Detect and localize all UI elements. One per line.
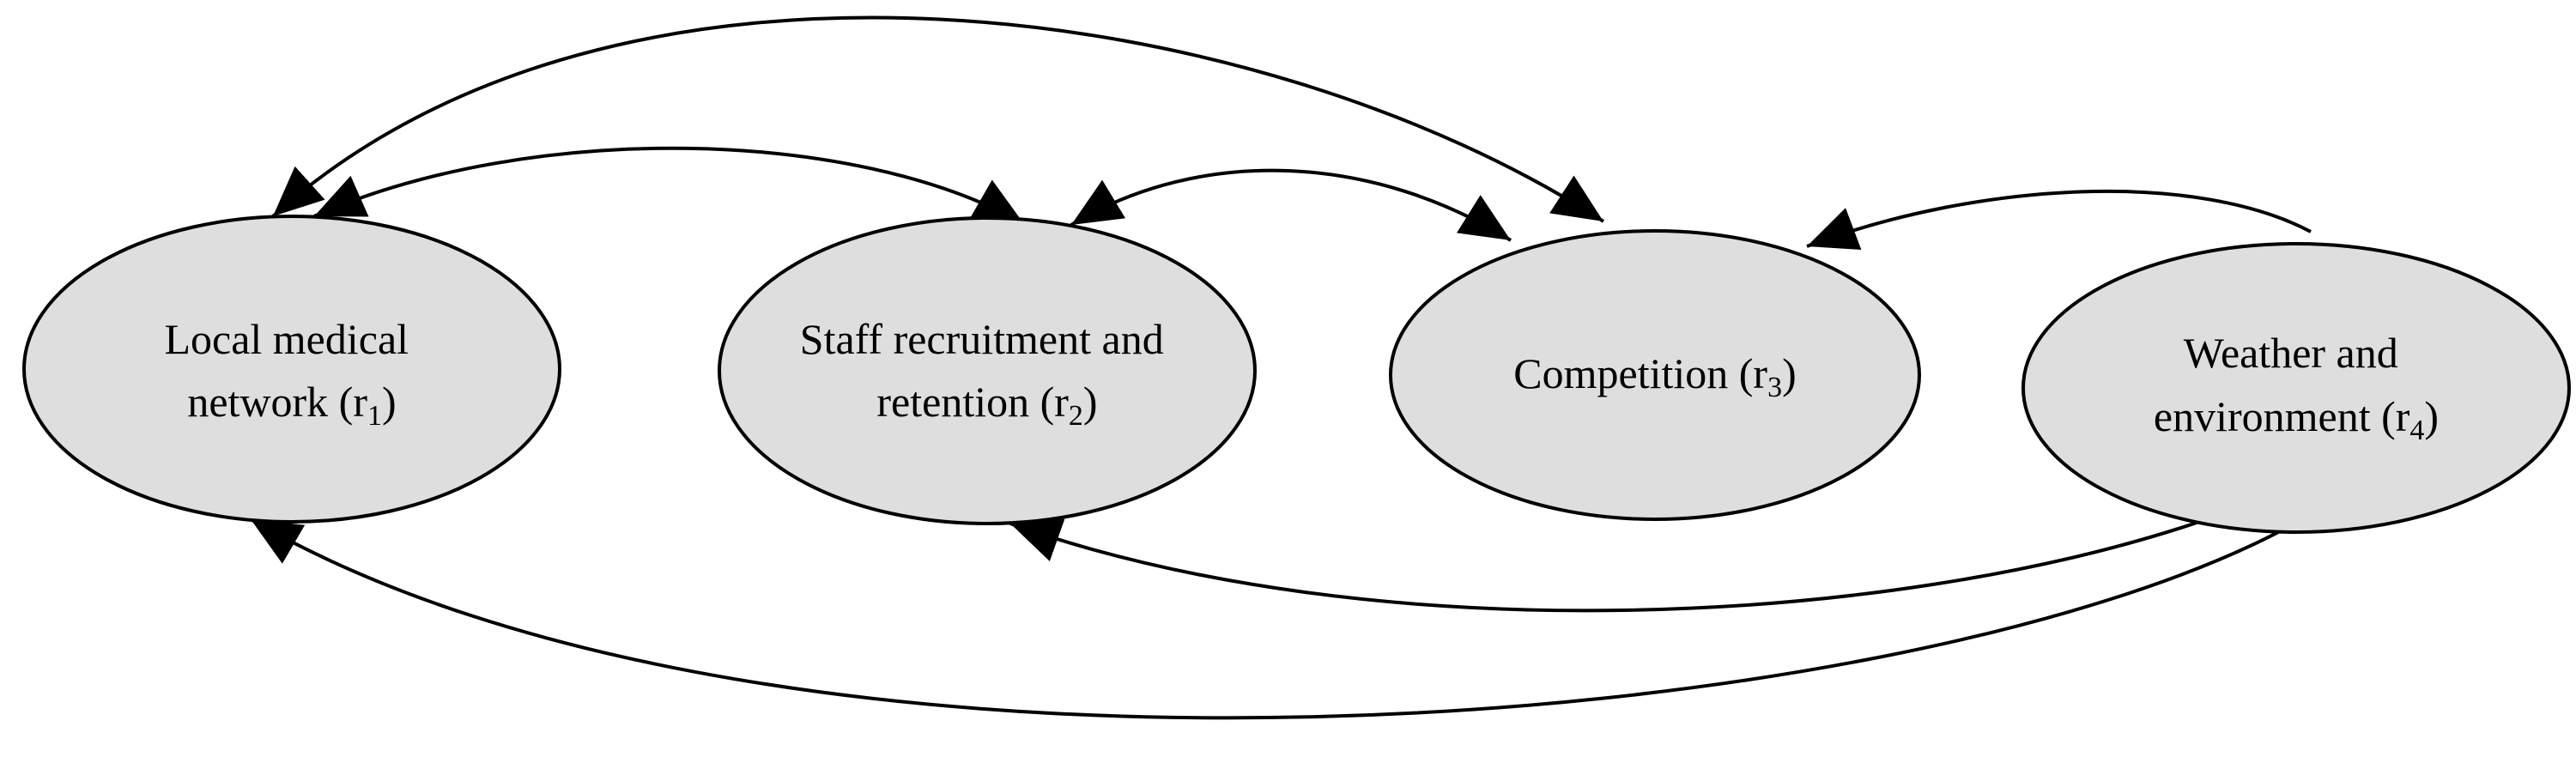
node-r1: Local medical network (r1) (22, 215, 561, 524)
edge-r1-r2 (313, 146, 1025, 226)
node-r3: Competition (r3) (1389, 229, 1921, 521)
edge-r2-r3 (1070, 168, 1512, 242)
node-r2: Staff recruitment and retention (r2) (718, 216, 1257, 525)
edge-r4-r3 (1806, 189, 2312, 251)
edge-r4-r2 (1009, 518, 2200, 613)
node-r4-shape (2021, 242, 2571, 534)
node-r3-shape (1389, 229, 1921, 521)
node-r2-label: Staff recruitment and retention (r2) (800, 315, 1174, 432)
node-r3-label: Competition (r3) (1513, 349, 1796, 403)
edge-r1-r3 (271, 15, 1605, 223)
node-r1-shape (22, 215, 561, 524)
node-r4: Weather and environment (r4) (2021, 242, 2571, 534)
edge-r4-r1 (249, 518, 2286, 720)
node-r1-label: Local medical network (r1) (164, 315, 419, 432)
node-r4-label: Weather and environment (r4) (2154, 329, 2439, 446)
node-r2-shape (718, 216, 1257, 525)
